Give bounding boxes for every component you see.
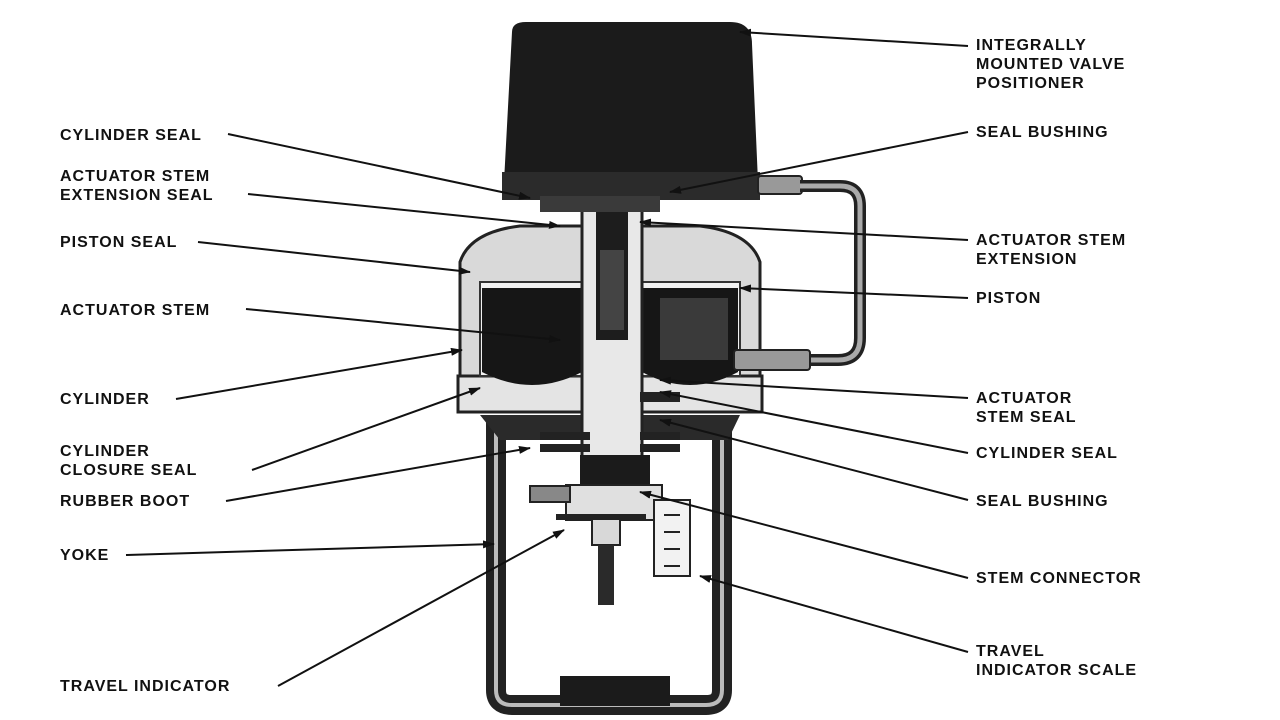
leader-piston-seal [197,241,471,275]
label-actuator-stem-extension: ACTUATOR STEM EXTENSION [976,231,1126,269]
label-cylinder-seal-left: CYLINDER SEAL [60,126,202,145]
label-line: POSITIONER [976,75,1085,92]
label-line: INTEGRALLY [976,37,1087,54]
leader-cylinder-closure-seal [251,387,481,471]
label-line: INDICATOR SCALE [976,662,1138,679]
label-line: STEM CONNECTOR [976,570,1142,587]
label-actuator-stem-seal: ACTUATOR STEM SEAL [976,389,1077,427]
label-line: CYLINDER [60,391,150,408]
label-line: PISTON [976,290,1042,307]
label-line: MOUNTED VALVE [976,56,1126,73]
label-integrally-mounted-valve-positioner: INTEGRALLY MOUNTED VALVE POSITIONER [976,36,1125,93]
leader-rubber-boot [225,445,531,502]
label-line: STEM SEAL [976,409,1077,426]
leader-travel-indicator-scale [699,575,969,653]
label-line: EXTENSION SEAL [60,187,214,204]
label-cylinder-seal-right: CYLINDER SEAL [976,444,1118,463]
label-travel-indicator-scale: TRAVEL INDICATOR SCALE [976,642,1137,680]
leader-actuator-stem-extension-seal [247,193,561,229]
label-line: SEAL BUSHING [976,493,1109,510]
label-line: YOKE [60,547,110,564]
label-rubber-boot: RUBBER BOOT [60,492,190,511]
leader-seal-bushing-top [669,131,969,194]
label-line: EXTENSION [976,251,1078,268]
label-line: ACTUATOR STEM [60,168,211,185]
leader-positioner [739,28,969,47]
leader-travel-indicator [277,529,565,687]
leader-yoke [125,540,495,556]
label-line: SEAL BUSHING [976,124,1109,141]
label-piston-seal: PISTON SEAL [60,233,177,252]
leader-lines [125,28,969,687]
actuator-stem [580,198,644,462]
label-line: CLOSURE SEAL [60,462,198,479]
positioner-housing [502,22,760,212]
leader-actuator-stem [245,308,561,343]
label-line: CYLINDER SEAL [60,127,202,144]
label-stem-connector: STEM CONNECTOR [976,569,1142,588]
leader-piston [739,284,969,299]
label-line: PISTON SEAL [60,234,178,251]
leader-cylinder-seal-left [227,133,531,200]
leader-actuator-stem-extension [639,218,969,241]
label-seal-bushing-bottom: SEAL BUSHING [976,492,1109,511]
label-line: RUBBER BOOT [60,493,191,510]
label-line: TRAVEL INDICATOR [60,678,231,695]
stem-connector-body [529,455,663,605]
travel-indicator-scale-plate [653,499,691,577]
label-cylinder: CYLINDER [60,390,150,409]
label-line: TRAVEL [976,643,1045,660]
yoke-legs [486,415,732,715]
label-line: ACTUATOR STEM [60,302,211,319]
label-actuator-stem: ACTUATOR STEM [60,301,210,320]
label-seal-bushing-top: SEAL BUSHING [976,123,1109,142]
label-piston: PISTON [976,289,1041,308]
leader-actuator-stem-seal [659,376,969,399]
label-line: CYLINDER [60,443,150,460]
label-travel-indicator: TRAVEL INDICATOR [60,677,230,696]
supply-tubing [733,175,866,371]
leader-seal-bushing-bottom [659,418,969,501]
leader-cylinder [175,347,463,400]
label-line: ACTUATOR [976,390,1073,407]
label-actuator-stem-extension-seal: ACTUATOR STEM EXTENSION SEAL [60,167,214,205]
label-cylinder-closure-seal: CYLINDER CLOSURE SEAL [60,442,197,480]
label-line: ACTUATOR STEM [976,232,1127,249]
label-line: CYLINDER SEAL [976,445,1118,462]
leader-stem-connector [639,490,969,579]
label-yoke: YOKE [60,546,109,565]
leader-cylinder-seal-right [659,390,969,454]
